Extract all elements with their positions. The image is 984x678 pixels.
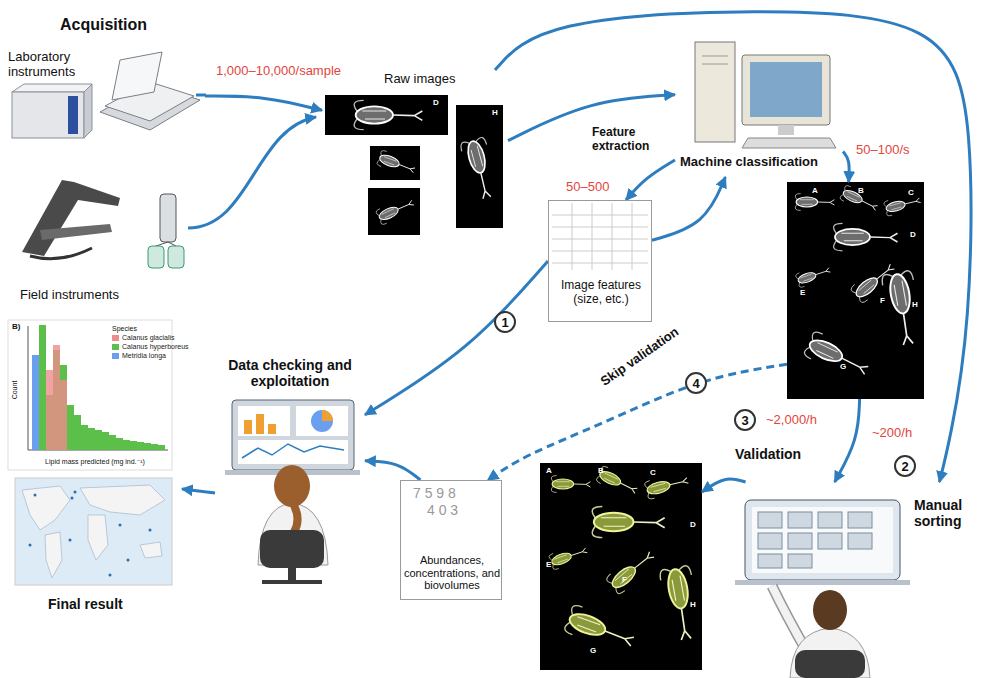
data-table: 7 5 9 84 0 3 Abundances, concentrations, …: [400, 480, 502, 600]
panel-letter: D: [910, 230, 916, 239]
panel-letter: D: [433, 98, 439, 107]
acquisition-group: AcquisitionLaboratory instrumentsField i…: [0, 12, 205, 312]
panel-letter: A: [546, 466, 552, 475]
panel-letter: H: [690, 600, 696, 609]
throughput-rate: 1,000–10,000/sample: [216, 64, 341, 79]
legend-label: Calanus hyperboreus: [122, 343, 189, 351]
panel-letter: D: [690, 520, 696, 529]
callout-number: 2: [894, 455, 916, 477]
legend-swatch: [112, 335, 119, 341]
panel-letter: H: [492, 108, 498, 117]
flow-arrow: [702, 479, 746, 492]
legend-item: Calanus glacialis: [112, 334, 175, 342]
panel-letter: G: [840, 362, 846, 371]
callout-number: 4: [685, 372, 707, 394]
legend-item: Calanus hyperboreus: [112, 343, 189, 351]
flow-arrow: [835, 399, 860, 482]
box-label: Image features (size, etc.): [554, 279, 648, 307]
flow-arrow: [182, 489, 215, 493]
result-panel: Final result: [0, 318, 182, 618]
legend-swatch: [112, 353, 119, 359]
flow-arrow: [365, 461, 420, 480]
legend-label: Metridia longa: [122, 352, 166, 360]
throughput-rate: ~200/h: [872, 426, 912, 441]
panel-letter: F: [622, 575, 627, 584]
flow-arrow: [508, 95, 675, 141]
analyst-station: Data checking and exploitation: [215, 355, 365, 585]
group-label: Raw images: [384, 72, 456, 87]
flow-arrow: [205, 96, 322, 110]
flow-arrow: [495, 12, 971, 482]
panel-letter: C: [908, 188, 914, 197]
edge-label: Feature extraction: [592, 126, 672, 154]
box-label: Abundances, concentrations, and biovolum…: [404, 554, 500, 592]
table-digits: 7 5 9 8: [413, 485, 456, 501]
panel-letter: B: [598, 466, 604, 475]
legend-title: Species: [112, 325, 137, 333]
edge-label: Validation: [735, 446, 801, 462]
process-label: Data checking and exploitation: [218, 357, 362, 389]
legend-swatch: [112, 344, 119, 350]
callout-number: 3: [734, 409, 756, 431]
instrument-label: Field instruments: [20, 288, 119, 303]
flow-arrow: [652, 177, 725, 240]
table-digits: 4 0 3: [427, 502, 458, 518]
axis-title: Count: [11, 381, 19, 400]
flow-arrow: [488, 364, 787, 480]
sorting-station: Manual sorting: [722, 482, 984, 678]
flow-arrow: [365, 261, 548, 415]
image-group: Raw imagesD H: [322, 70, 508, 238]
instrument-label: Laboratory instruments: [8, 50, 98, 80]
panel-letter: F: [880, 296, 885, 305]
legend-label: Calanus glacialis: [122, 334, 175, 342]
panel-letter: E: [546, 560, 551, 569]
panel-letter: G: [590, 646, 596, 655]
process-label: Machine classification: [680, 155, 818, 170]
panel-letter: A: [812, 186, 818, 195]
feature-table: Image features (size, etc.): [548, 200, 652, 322]
panel-letter: B: [858, 186, 864, 195]
computer-node: Machine classification: [675, 35, 843, 177]
panel-letter: E: [800, 288, 805, 297]
validated-panel: A B C D E F G H: [540, 463, 702, 670]
throughput-rate: 50–500: [566, 180, 609, 195]
section-heading: Acquisition: [60, 16, 147, 34]
panel-tag: B): [12, 322, 20, 331]
process-label: Manual sorting: [914, 497, 980, 529]
edge-label: Skip validation: [598, 325, 682, 390]
flow-arrow: [843, 151, 849, 182]
flow-arrow: [626, 160, 675, 200]
process-label: Final result: [48, 596, 123, 612]
throughput-rate: ~2,000/h: [766, 413, 817, 428]
panel-letter: H: [912, 300, 918, 309]
classified-panel: A B C D E F G H: [787, 182, 924, 399]
callout-number: 1: [494, 311, 516, 333]
panel-letter: C: [650, 468, 656, 477]
axis-title: Lipid mass predicted (mg ind.⁻¹): [45, 458, 145, 466]
legend-item: Metridia longa: [112, 352, 166, 360]
throughput-rate: 50–100/s: [856, 143, 910, 158]
